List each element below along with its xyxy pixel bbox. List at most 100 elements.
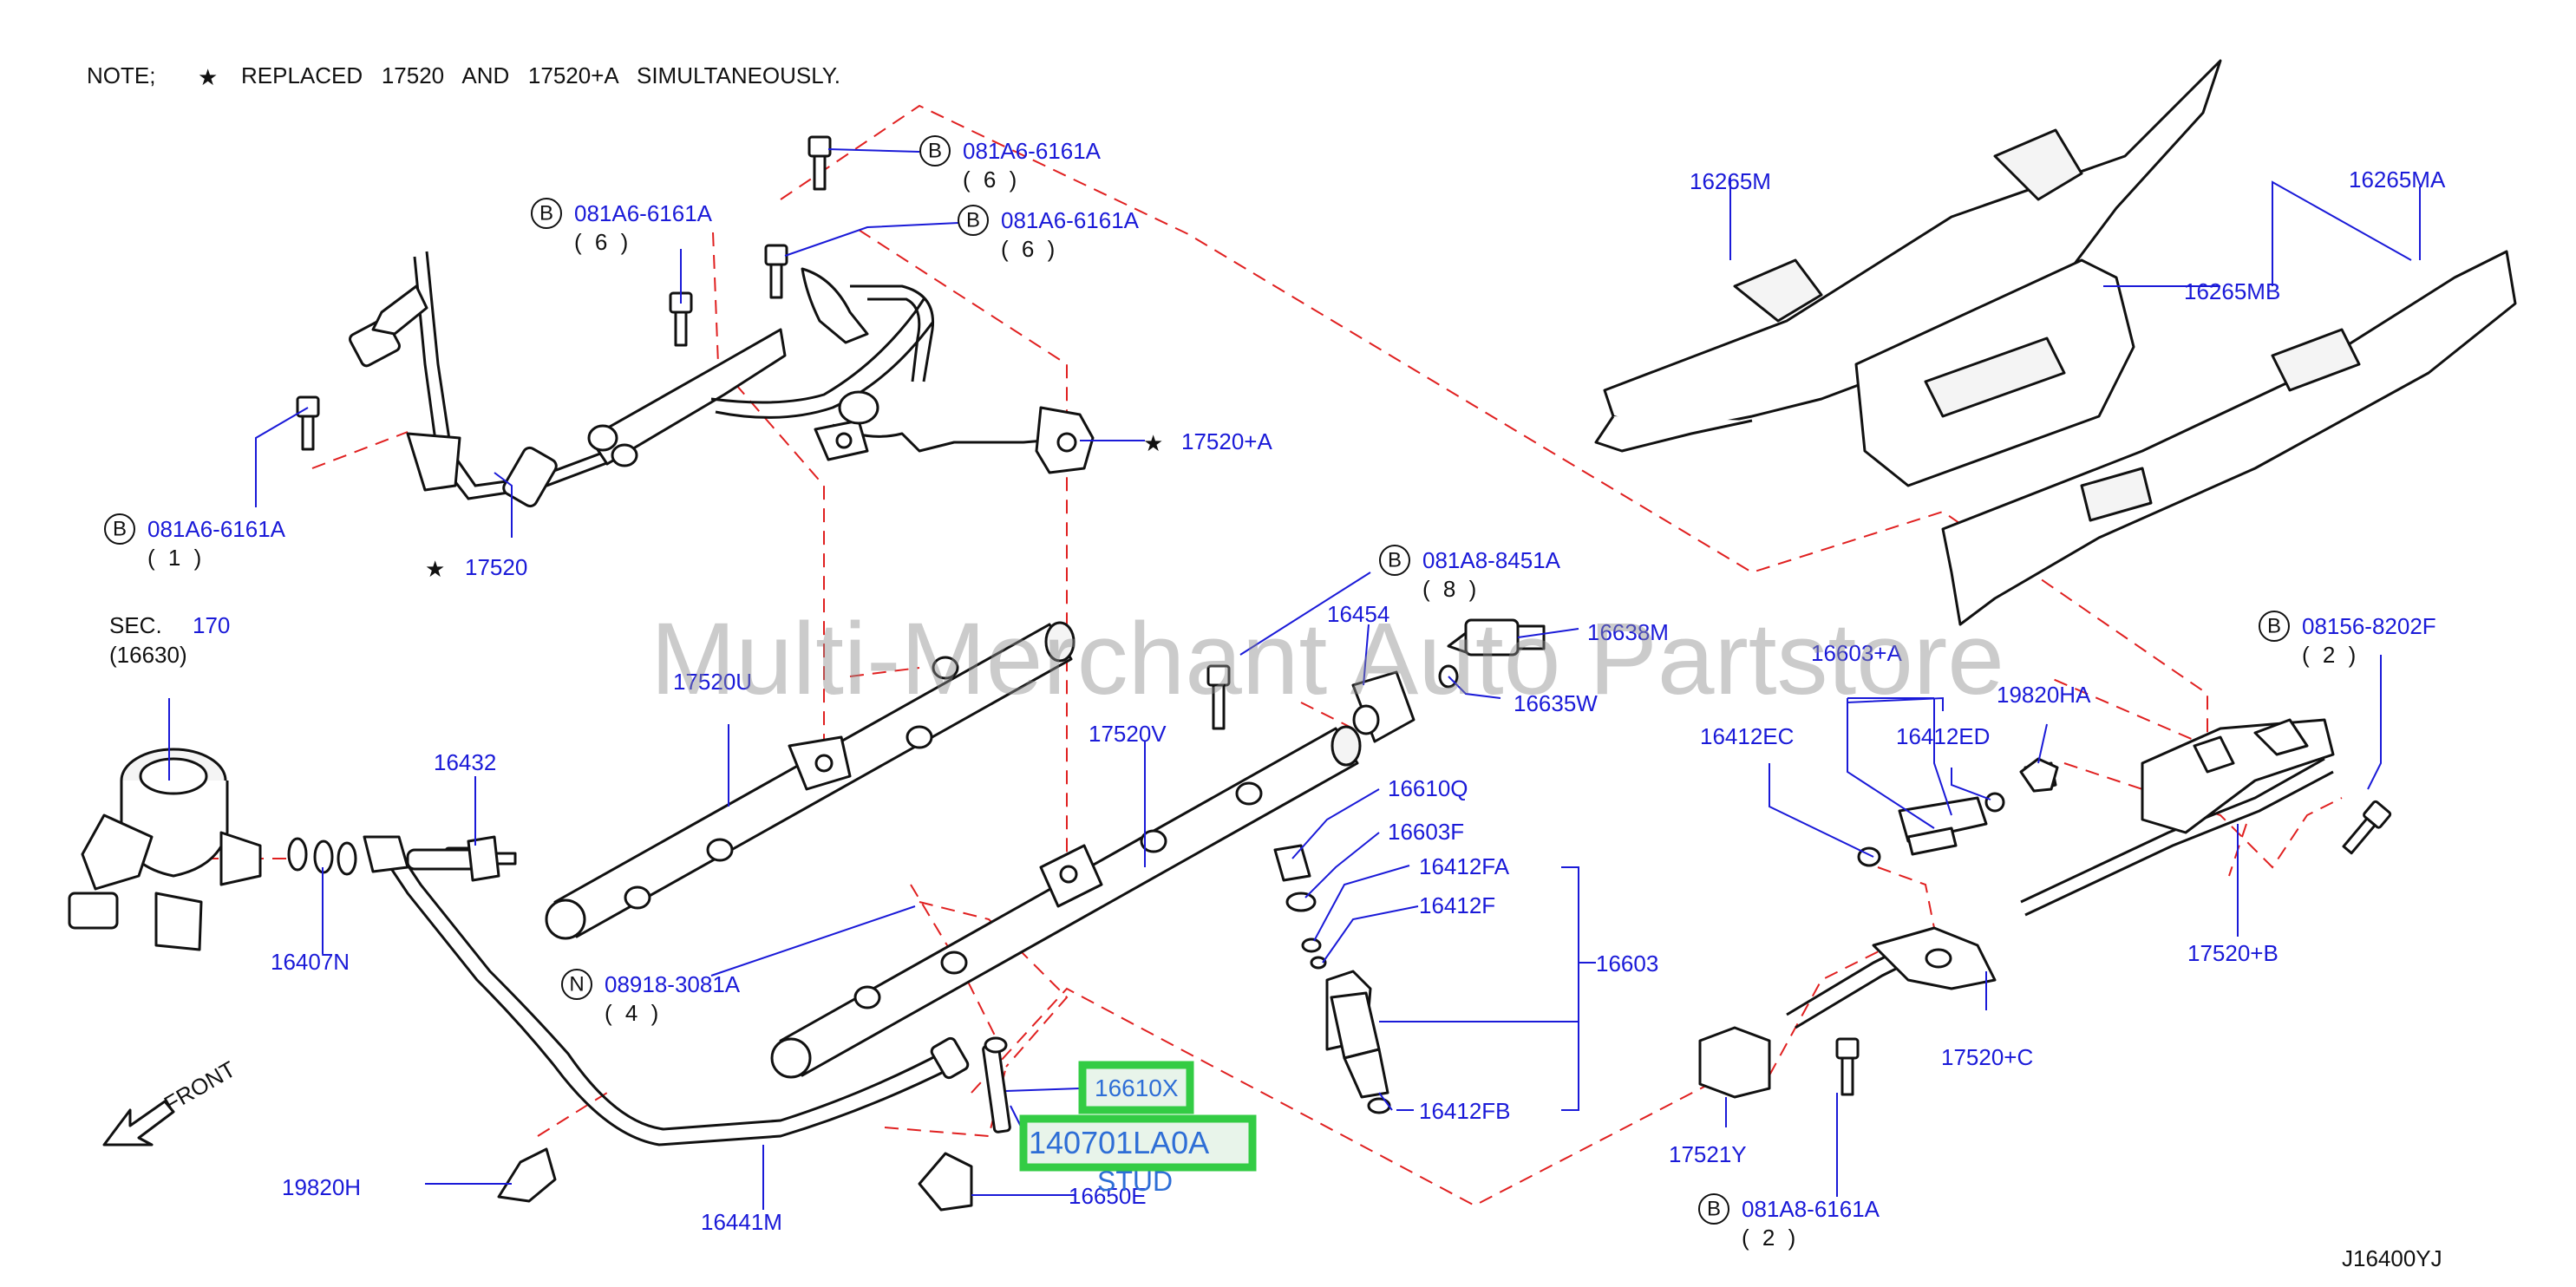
starred-part-17520A[interactable]: ★ 17520+A (1143, 428, 1272, 456)
part-label-16407N[interactable]: 16407N (271, 949, 350, 975)
part-label-16412ED[interactable]: 16412ED (1896, 723, 1990, 749)
part-label-16265MA[interactable]: 16265MA (2349, 167, 2446, 193)
part-label-16603A[interactable]: 16603+A (1811, 640, 1902, 666)
note: NOTE; ★ REPLACED 17520 AND 17520+A SIMUL… (87, 62, 840, 90)
part-label-17520B[interactable]: 17520+B (2187, 940, 2279, 966)
bolt-callout-qty: ( 6 ) (574, 229, 631, 255)
stud-graphic (982, 1036, 1011, 1133)
star-icon: ★ (1143, 430, 1163, 456)
bolt-callout-qty: ( 2 ) (1742, 1225, 1799, 1251)
part-label-17520C[interactable]: 17520+C (1941, 1044, 2033, 1070)
bolt-callout-qty: ( 2 ) (2302, 642, 2359, 668)
bolt-callout-part[interactable]: 08918-3081A (605, 971, 741, 997)
bolt-callout-part[interactable]: 081A6-6161A (1001, 207, 1140, 233)
part-label-16610Q[interactable]: 16610Q (1388, 775, 1468, 801)
bolt-callout-qty: ( 4 ) (605, 1000, 662, 1026)
note-star-icon: ★ (198, 64, 218, 90)
part-label-16412EC[interactable]: 16412EC (1700, 723, 1794, 749)
upper-rail-tube-graphic (710, 267, 1095, 474)
front-label: FRONT (160, 1055, 240, 1117)
part-label-17520U[interactable]: 17520U (673, 669, 752, 695)
bolt-callout-2[interactable]: B 081A6-6161A ( 6 ) (531, 198, 713, 255)
star-icon: ★ (425, 556, 445, 582)
stud-caption: STUD (1097, 1166, 1173, 1197)
part-label-16412FA[interactable]: 16412FA (1419, 853, 1510, 879)
bolt-callout-letter: N (569, 973, 584, 996)
bolt-callout-8[interactable]: B 081A8-6161A ( 2 ) (1698, 1193, 1880, 1251)
part-label-16650E[interactable]: 16650E (1069, 1183, 1147, 1209)
bolt-callout-6[interactable]: B 08156-8202F ( 2 ) (2259, 611, 2436, 668)
part-label-16638M[interactable]: 16638M (1587, 619, 1669, 645)
watermark: Multi-Merchant Auto Partstore (651, 602, 2004, 716)
bolt-callout-1[interactable]: B 081A6-6161A ( 6 ) (919, 135, 1102, 193)
bolt-callout-letter: B (113, 518, 127, 541)
diagram-id: J16400YJ (2342, 1245, 2442, 1271)
bolt-callout-4[interactable]: B 081A6-6161A ( 1 ) (104, 513, 286, 571)
part-label-16265M[interactable]: 16265M (1690, 168, 1771, 194)
injector-assembly-graphic (1273, 844, 1391, 1114)
note-text: REPLACED 17520 AND 17520+A SIMULTANEOUSL… (241, 62, 840, 88)
highlight-16610X[interactable]: 16610X (1078, 1061, 1194, 1114)
bolt-callout-qty: ( 8 ) (1422, 576, 1480, 602)
bolt-callout-part[interactable]: 081A6-6161A (963, 138, 1102, 164)
bolt-callout-part[interactable]: 081A6-6161A (147, 516, 286, 542)
cover-16265M-graphic (1594, 59, 2222, 453)
part-label-16412FB[interactable]: 16412FB (1419, 1098, 1511, 1124)
bolt-callout-letter: B (1707, 1198, 1721, 1221)
part-label-17521Y[interactable]: 17521Y (1669, 1141, 1747, 1167)
bolt-callout-5[interactable]: B 081A8-8451A ( 8 ) (1379, 545, 1561, 602)
cover-16265MB-graphic (1854, 258, 2135, 487)
bolt-callout-qty: ( 1 ) (147, 545, 205, 571)
part-label-16432[interactable]: 16432 (434, 749, 496, 775)
connector-17520C-graphic (1698, 926, 1997, 1099)
section-reference: SEC. 170 (16630) (109, 612, 230, 668)
part-label-16603F[interactable]: 16603F (1388, 819, 1464, 845)
cover-16265MA-graphic (1941, 250, 2517, 626)
bolt-callout-qty: ( 6 ) (1001, 236, 1058, 262)
sec-number[interactable]: 170 (193, 612, 230, 638)
bolt-callout-part[interactable]: 081A6-6161A (574, 200, 713, 226)
highlight-part-label[interactable]: 140701LA0A (1029, 1125, 1209, 1160)
starred-part-label[interactable]: 17520+A (1181, 428, 1272, 454)
highlight-part-label[interactable]: 16610X (1095, 1075, 1179, 1101)
starred-part-17520[interactable]: ★ 17520 (425, 554, 527, 582)
bolt-callout-part[interactable]: 081A8-6161A (1742, 1196, 1880, 1222)
tube-16441M-graphic (363, 835, 970, 1147)
bolt-callout-qty: ( 6 ) (963, 167, 1020, 193)
part-label-16412F[interactable]: 16412F (1419, 892, 1495, 918)
part-label-16265MB[interactable]: 16265MB (2184, 278, 2280, 304)
starred-part-label[interactable]: 17520 (465, 554, 527, 580)
gasket-graphics (287, 835, 500, 882)
sec-prefix: SEC. (109, 612, 162, 638)
bolt-callout-letter: B (928, 140, 942, 163)
bolt-callout-part[interactable]: 081A8-8451A (1422, 547, 1561, 573)
part-label-19820HA[interactable]: 19820HA (1997, 682, 2091, 708)
bolt-callout-part[interactable]: 08156-8202F (2302, 613, 2436, 639)
part-label-19820H[interactable]: 19820H (282, 1174, 361, 1200)
sec-sub: (16630) (109, 642, 187, 668)
fuel-rail-17520V-graphic (770, 725, 1362, 1079)
bolt-graphics (296, 135, 2392, 1096)
part-labels: 16265M 16265MA 16265MB 16454 16638M 1663… (271, 167, 2446, 1235)
highlight-140701LA0A[interactable]: 140701LA0A STUD (1019, 1114, 1257, 1197)
note-prefix: NOTE; (87, 62, 155, 88)
bolt-callout-letter: B (2267, 615, 2281, 638)
bolt-callout-3[interactable]: B 081A6-6161A ( 6 ) (958, 205, 1140, 262)
part-label-16635W[interactable]: 16635W (1514, 690, 1598, 716)
bolt-callout-letter: B (1388, 549, 1402, 572)
part-label-17520V[interactable]: 17520V (1089, 721, 1167, 747)
upper-fuel-tube-graphic (349, 251, 787, 508)
front-arrow-icon (102, 1100, 175, 1147)
fuel-rail-17520U-graphic (545, 621, 1076, 940)
clip-graphics (497, 757, 2059, 1212)
fuel-pump-graphic (68, 748, 262, 951)
part-label-16603[interactable]: 16603 (1596, 951, 1658, 977)
leader-lines (168, 148, 2421, 1210)
bolt-callout-7[interactable]: N 08918-3081A ( 4 ) (561, 969, 741, 1026)
bolt-callout-letter: B (539, 202, 553, 225)
part-label-16441M[interactable]: 16441M (701, 1209, 782, 1235)
bolt-callout-letter: B (966, 209, 980, 232)
fuel-rail-17520B-graphic (2020, 718, 2335, 917)
part-label-16454[interactable]: 16454 (1327, 601, 1389, 627)
